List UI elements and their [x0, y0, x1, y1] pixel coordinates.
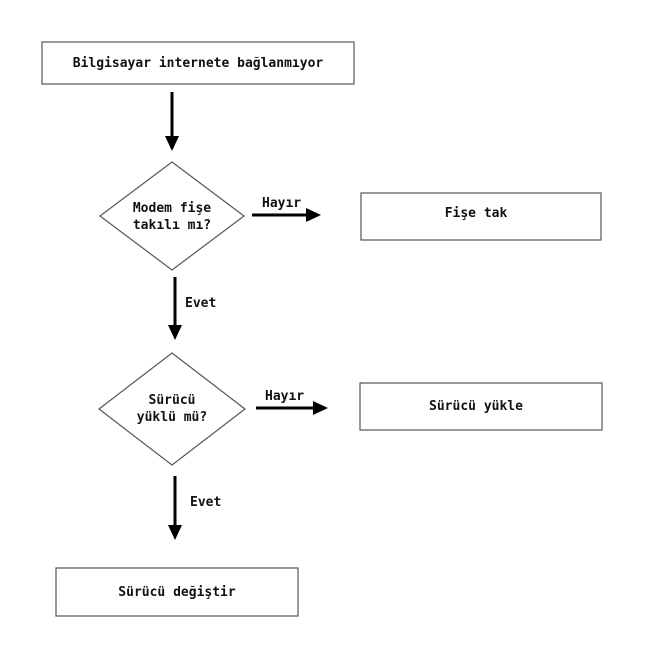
end-node: Sürücü değiştir: [55, 567, 299, 617]
action-install-driver-label: Sürücü yükle: [429, 399, 523, 414]
decision-driver-line2: yüklü mü?: [137, 410, 207, 425]
decision-modem: Modem fişe takılı mı?: [99, 161, 245, 271]
arrow-start-to-q1: [165, 92, 179, 151]
action-install-driver-box: [359, 382, 603, 431]
arrow-q1-yes: Evet: [168, 277, 216, 340]
start-label: Bilgisayar internete bağlanmıyor: [73, 56, 324, 71]
decision-modem-line1: Modem fişe: [133, 201, 211, 216]
start-node: Bilgisayar internete bağlanmıyor: [41, 41, 355, 85]
arrow-q1-no: Hayır: [252, 196, 321, 222]
edge-label-q1-no: Hayır: [262, 196, 301, 211]
end-box: [55, 567, 299, 617]
arrow-q2-yes: Evet: [168, 476, 221, 540]
arrow-q2-no: Hayır: [256, 389, 328, 415]
decision-modem-diamond: [99, 161, 245, 271]
action-plug-in-node: Fişe tak: [360, 192, 602, 241]
decision-driver: Sürücü yüklü mü?: [98, 352, 246, 466]
action-install-driver-node: Sürücü yükle: [359, 382, 603, 431]
edge-label-q2-no: Hayır: [265, 389, 304, 404]
edge-label-q2-yes: Evet: [190, 495, 221, 510]
decision-driver-line1: Sürücü: [149, 393, 196, 408]
decision-modem-line2: takılı mı?: [133, 218, 211, 233]
action-plug-in-box: [360, 192, 602, 241]
action-plug-in-label: Fişe tak: [445, 206, 508, 221]
edge-label-q1-yes: Evet: [185, 296, 216, 311]
end-label: Sürücü değiştir: [118, 585, 236, 600]
start-box: [41, 41, 355, 85]
decision-driver-diamond: [98, 352, 246, 466]
